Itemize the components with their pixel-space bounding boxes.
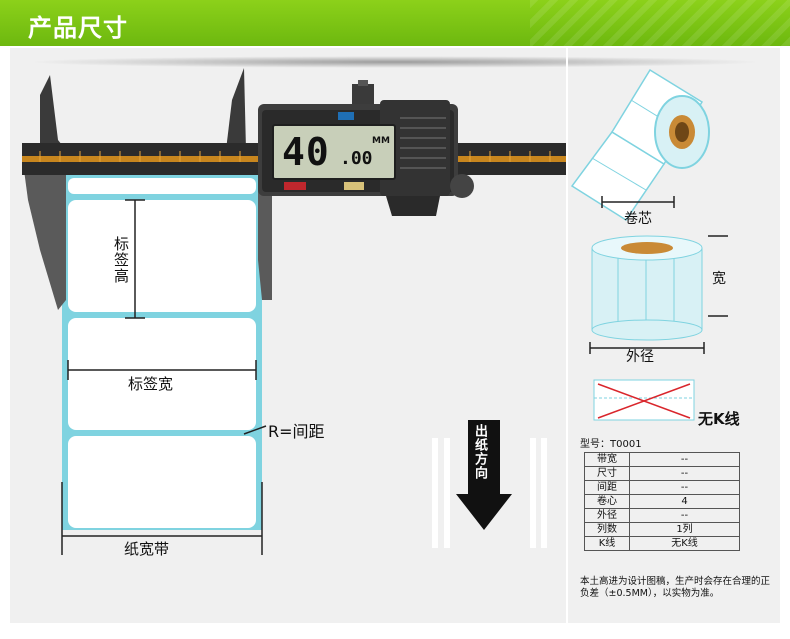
roll-dimension-illustration xyxy=(589,235,728,354)
caliper-reading-main: 40 xyxy=(282,130,330,174)
tolerance-note: 本土高进为设计图稿，生产时会存在合理的正负差（±0.5MM），以实物为准。 xyxy=(580,576,771,599)
measure-lines xyxy=(61,199,267,555)
spec-key: K线 xyxy=(584,536,630,551)
spec-value: 1列 xyxy=(629,522,740,537)
table-row: 尺寸-- xyxy=(584,466,740,481)
banner-stripes xyxy=(530,0,790,46)
spec-value: -- xyxy=(629,452,740,467)
table-row: 间距-- xyxy=(584,480,740,495)
caliper-illustration xyxy=(22,68,566,555)
model-label: 型号：T0001 xyxy=(580,439,642,450)
table-row: 外径-- xyxy=(584,508,740,523)
caliper-reading-decimal: .00 xyxy=(340,148,373,169)
table-row: 带宽-- xyxy=(584,452,740,467)
core-label: 卷芯 xyxy=(624,211,652,227)
spec-key: 尺寸 xyxy=(584,466,630,481)
table-row: K线无K线 xyxy=(584,536,740,551)
spec-value: -- xyxy=(629,466,740,481)
spec-value: 无K线 xyxy=(629,536,740,551)
feed-direction-text: 出纸方向 xyxy=(472,424,487,480)
caliper-display: 40 .00 MM xyxy=(272,124,396,180)
spec-value: 4 xyxy=(629,494,740,509)
label-height-text: 标签高 xyxy=(112,236,130,284)
spec-key: 卷心 xyxy=(584,494,630,509)
spec-key: 外径 xyxy=(584,508,630,523)
banner-shadow xyxy=(26,56,764,68)
spec-key: 列数 xyxy=(584,522,630,537)
label-width-text: 标签宽 xyxy=(128,375,174,393)
caliper-unit: MM xyxy=(372,136,390,146)
page-title: 产品尺寸 xyxy=(28,14,128,42)
roll-illustrations xyxy=(570,68,728,421)
caliper-jaws xyxy=(24,68,272,310)
spec-value: -- xyxy=(629,480,740,495)
spec-key: 带宽 xyxy=(584,452,630,467)
no-k-line-illustration xyxy=(593,379,695,421)
roll-width-label: 宽 xyxy=(712,271,726,287)
feed-arrow-icon xyxy=(432,420,547,548)
paper-width-text: 纸宽带 xyxy=(124,540,170,558)
panel-divider xyxy=(566,48,568,623)
no-k-line-label: 无K线 xyxy=(698,410,740,428)
gap-text: R=间距 xyxy=(268,422,325,441)
header-banner: 产品尺寸 xyxy=(0,0,790,46)
spec-key: 间距 xyxy=(584,480,630,495)
roll-core-illustration xyxy=(570,68,710,222)
spec-value: -- xyxy=(629,508,740,523)
outer-diameter-label: 外径 xyxy=(626,349,654,365)
label-strip xyxy=(62,175,262,530)
